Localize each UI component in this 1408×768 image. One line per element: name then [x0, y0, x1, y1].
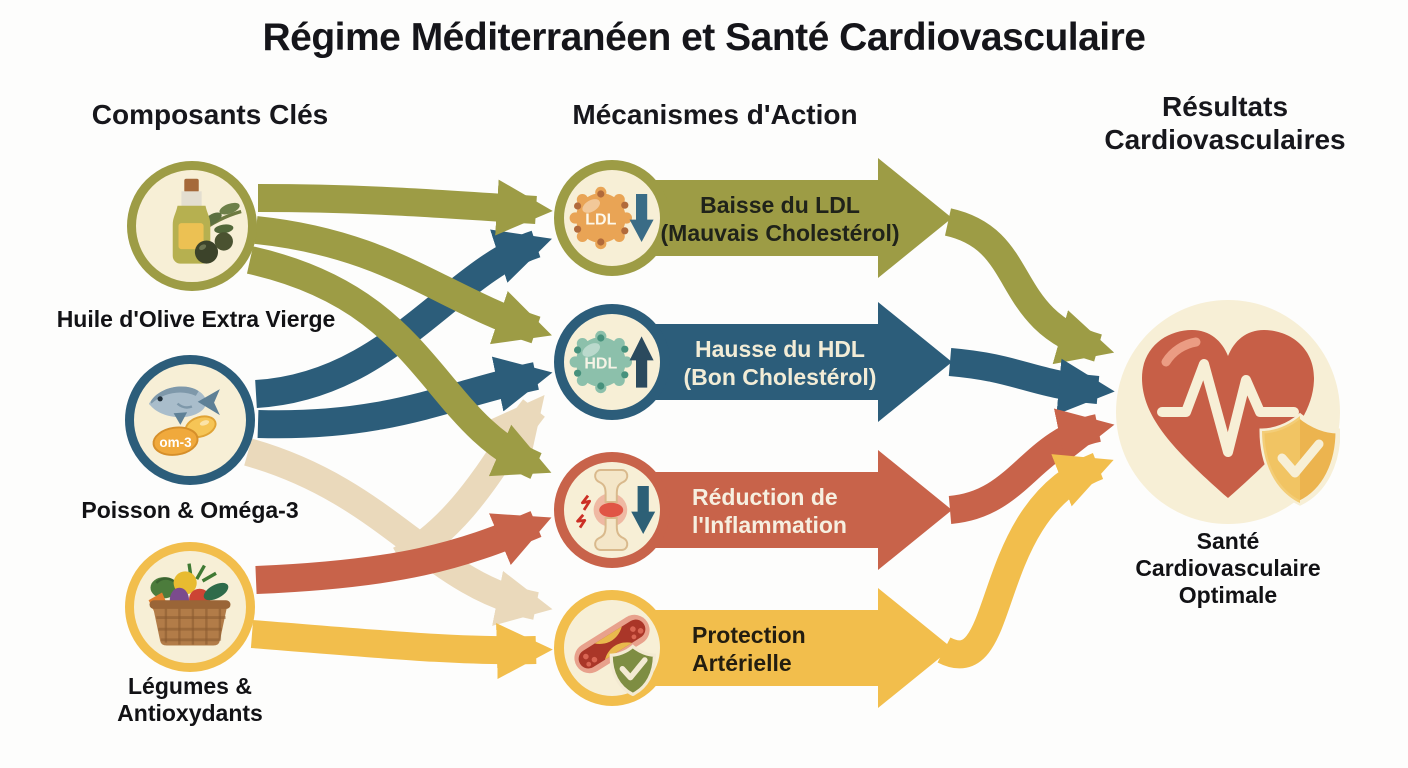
hdl-banner-text: Hausse du HDL (Bon Cholestérol) — [650, 335, 910, 391]
olive-oil-bottle-icon — [172, 178, 242, 264]
hdl-molecule: HDL — [569, 330, 632, 394]
vegetables-label: Légumes & Antioxydants — [117, 673, 263, 726]
flow-fish-to-ldl — [254, 229, 552, 408]
flow-protection-to-heart — [937, 452, 1114, 669]
flow-ldl-to-heart — [944, 208, 1115, 365]
protection-banner-line1: Protection — [692, 622, 806, 648]
results-header: Résultats Cardiovasculaires — [1104, 91, 1346, 155]
shield-check-icon — [609, 644, 657, 696]
heart-ekg-shield-icon — [1142, 330, 1340, 506]
inflamed-joint-down-arrow-icon — [576, 469, 656, 551]
joint — [576, 469, 629, 551]
flow-vegetables-to-inflammation — [255, 511, 552, 594]
page-title: Régime Méditerranéen et Santé Cardiovasc… — [262, 16, 1146, 59]
flow-fish-to-hdl-secondary — [392, 394, 545, 573]
banner-arrow-hdl — [610, 302, 952, 422]
vegetable-basket-icon — [148, 563, 231, 646]
up-arrow-icon — [629, 336, 654, 388]
flow-vegetables-to-protection — [250, 620, 553, 680]
fish-omega3-icon: om-3 — [149, 386, 220, 456]
olive-oil-label: Huile d'Olive Extra Vierge — [56, 306, 336, 332]
hdl-banner-line2: (Bon Cholestérol) — [683, 364, 877, 390]
fish-omega3-label: Poisson & Oméga-3 — [81, 497, 299, 523]
flow-oil-to-ldl — [257, 179, 553, 236]
inflammation-banner-line1: Réduction de — [692, 484, 838, 510]
heart-highlight — [1161, 337, 1201, 367]
protection-banner-text: Protection Artérielle — [692, 621, 932, 677]
flow-oil-to-inflammation — [246, 246, 552, 479]
vegetables-circle — [125, 542, 255, 672]
heart-outcome-circle — [1116, 300, 1340, 524]
omega3-capsule-label: om-3 — [159, 435, 192, 450]
flow-fish-to-protection — [244, 438, 553, 626]
ldl-circle: LDL — [554, 160, 670, 276]
ldl-badge: LDL — [585, 211, 616, 228]
hdl-badge: HDL — [584, 355, 617, 372]
banner-arrow-ldl — [610, 158, 952, 278]
olive-oil-circle — [127, 161, 257, 291]
hdl-molecule-up-arrow-icon: HDL — [569, 330, 654, 394]
hdl-banner-line1: Hausse du HDL — [695, 336, 865, 362]
ldl-molecule-down-arrow-icon: LDL — [569, 186, 654, 250]
flow-oil-to-hdl — [254, 216, 552, 345]
flow-hdl-to-heart — [948, 348, 1115, 415]
flow-fish-to-hdl — [257, 356, 553, 439]
ldl-molecule: LDL — [569, 186, 632, 250]
protection-circle — [554, 590, 670, 706]
mechanisms-header: Mécanismes d'Action — [572, 99, 858, 130]
gold-shield-check-icon — [1259, 412, 1340, 506]
down-arrow-icon — [629, 194, 654, 242]
banner-arrow-inflammation — [610, 450, 952, 570]
banner-arrow-protection — [610, 588, 952, 708]
flow-inflammation-to-heart — [948, 408, 1115, 524]
hdl-circle: HDL — [554, 304, 670, 420]
ldl-banner-line1: Baisse du LDL — [700, 192, 860, 218]
components-header: Composants Clés — [91, 99, 329, 130]
down-arrow-icon — [631, 486, 656, 534]
inflammation-banner-text: Réduction de l'Inflammation — [692, 483, 932, 539]
fish-omega3-circle: om-3 — [125, 355, 255, 485]
inflammation-banner-line2: l'Inflammation — [692, 512, 847, 538]
ekg-line-icon — [1157, 359, 1299, 457]
ldl-banner-text: Baisse du LDL (Mauvais Cholestérol) — [650, 191, 910, 247]
outcome-label: Santé Cardiovasculaire Optimale — [1135, 528, 1321, 608]
inflammation-circle — [554, 452, 670, 568]
ldl-banner-line2: (Mauvais Cholestérol) — [660, 220, 900, 246]
artery-shield-icon — [574, 614, 657, 696]
protection-banner-line2: Artérielle — [692, 650, 792, 676]
